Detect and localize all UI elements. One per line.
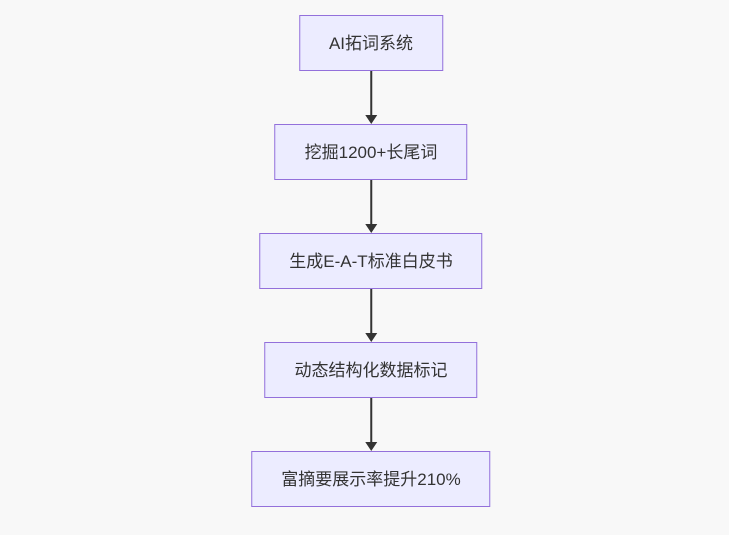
flow-node-rich-snippet-rate: 富摘要展示率提升210% bbox=[251, 451, 491, 507]
flowchart: AI拓词系统 挖掘1200+长尾词 生成E-A-T标准白皮书 动态结构化数据标记 bbox=[251, 15, 491, 507]
flow-arrow bbox=[364, 398, 378, 451]
flow-node-structured-data-markup: 动态结构化数据标记 bbox=[264, 342, 478, 398]
arrowhead-down-icon bbox=[364, 115, 377, 124]
flow-node-ai-word-expansion-system: AI拓词系统 bbox=[298, 15, 444, 71]
flow-arrow bbox=[364, 71, 378, 124]
node-label: 挖掘1200+长尾词 bbox=[304, 142, 438, 162]
arrowhead-down-icon bbox=[364, 442, 377, 451]
node-label: 富摘要展示率提升210% bbox=[281, 469, 461, 489]
arrow-line bbox=[369, 180, 372, 225]
node-label: 生成E-A-T标准白皮书 bbox=[289, 251, 453, 271]
node-label: 动态结构化数据标记 bbox=[294, 360, 448, 380]
flow-arrow bbox=[364, 289, 378, 342]
flow-node-eat-whitepaper: 生成E-A-T标准白皮书 bbox=[259, 233, 483, 289]
arrowhead-down-icon bbox=[364, 224, 377, 233]
flow-arrow bbox=[364, 180, 378, 233]
arrowhead-down-icon bbox=[364, 333, 377, 342]
arrow-line bbox=[369, 71, 372, 116]
arrow-line bbox=[369, 398, 372, 443]
flow-node-longtail-keywords: 挖掘1200+长尾词 bbox=[274, 124, 468, 180]
arrow-line bbox=[369, 289, 372, 334]
node-label: AI拓词系统 bbox=[328, 33, 414, 53]
